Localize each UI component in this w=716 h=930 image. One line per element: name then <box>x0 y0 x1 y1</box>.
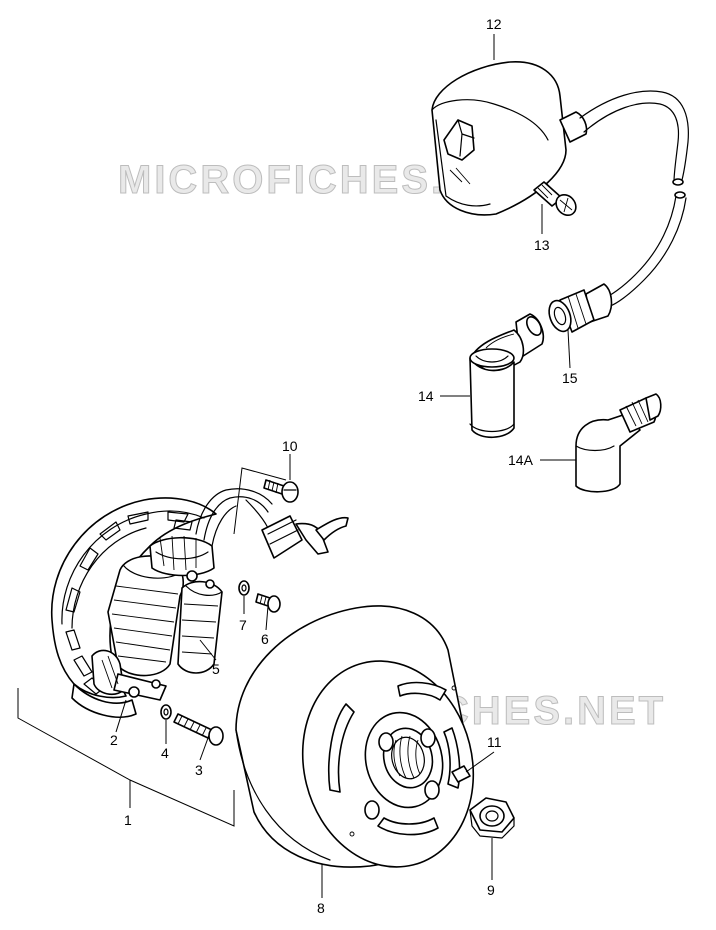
flywheel-rotor <box>235 605 475 868</box>
key-11 <box>451 765 471 783</box>
callout-15: 15 <box>562 370 578 386</box>
callout-5: 5 <box>212 661 220 677</box>
callout-9: 9 <box>487 882 495 898</box>
callout-labels: 12 13 14 14A 15 10 5 7 6 4 3 2 1 11 9 8 <box>110 16 578 916</box>
screw-3 <box>173 713 224 746</box>
callout-12: 12 <box>486 16 502 32</box>
nut-9 <box>469 797 515 839</box>
screw-13 <box>533 181 577 217</box>
ignition-cable <box>579 90 689 307</box>
callout-14a: 14A <box>508 452 534 468</box>
washer-4 <box>160 704 172 720</box>
callout-8: 8 <box>317 900 325 916</box>
callout-6: 6 <box>261 631 269 647</box>
callout-2: 2 <box>110 732 118 748</box>
stator-plate-assembly <box>50 488 349 718</box>
leader-lines <box>17 34 576 898</box>
callout-1: 1 <box>124 812 132 828</box>
callout-14: 14 <box>418 388 434 404</box>
callout-10: 10 <box>282 438 298 454</box>
ignition-coil <box>431 61 588 216</box>
callout-4: 4 <box>161 745 169 761</box>
suppressor-cap-15 <box>548 283 613 333</box>
spark-plug-cap-14 <box>469 313 545 439</box>
washer-7 <box>238 580 250 596</box>
bolt-10 <box>263 479 299 503</box>
callout-7: 7 <box>239 617 247 633</box>
spark-plug-cap-14a <box>575 393 662 493</box>
callout-13: 13 <box>534 237 550 253</box>
callout-3: 3 <box>195 762 203 778</box>
callout-11: 11 <box>487 734 502 750</box>
